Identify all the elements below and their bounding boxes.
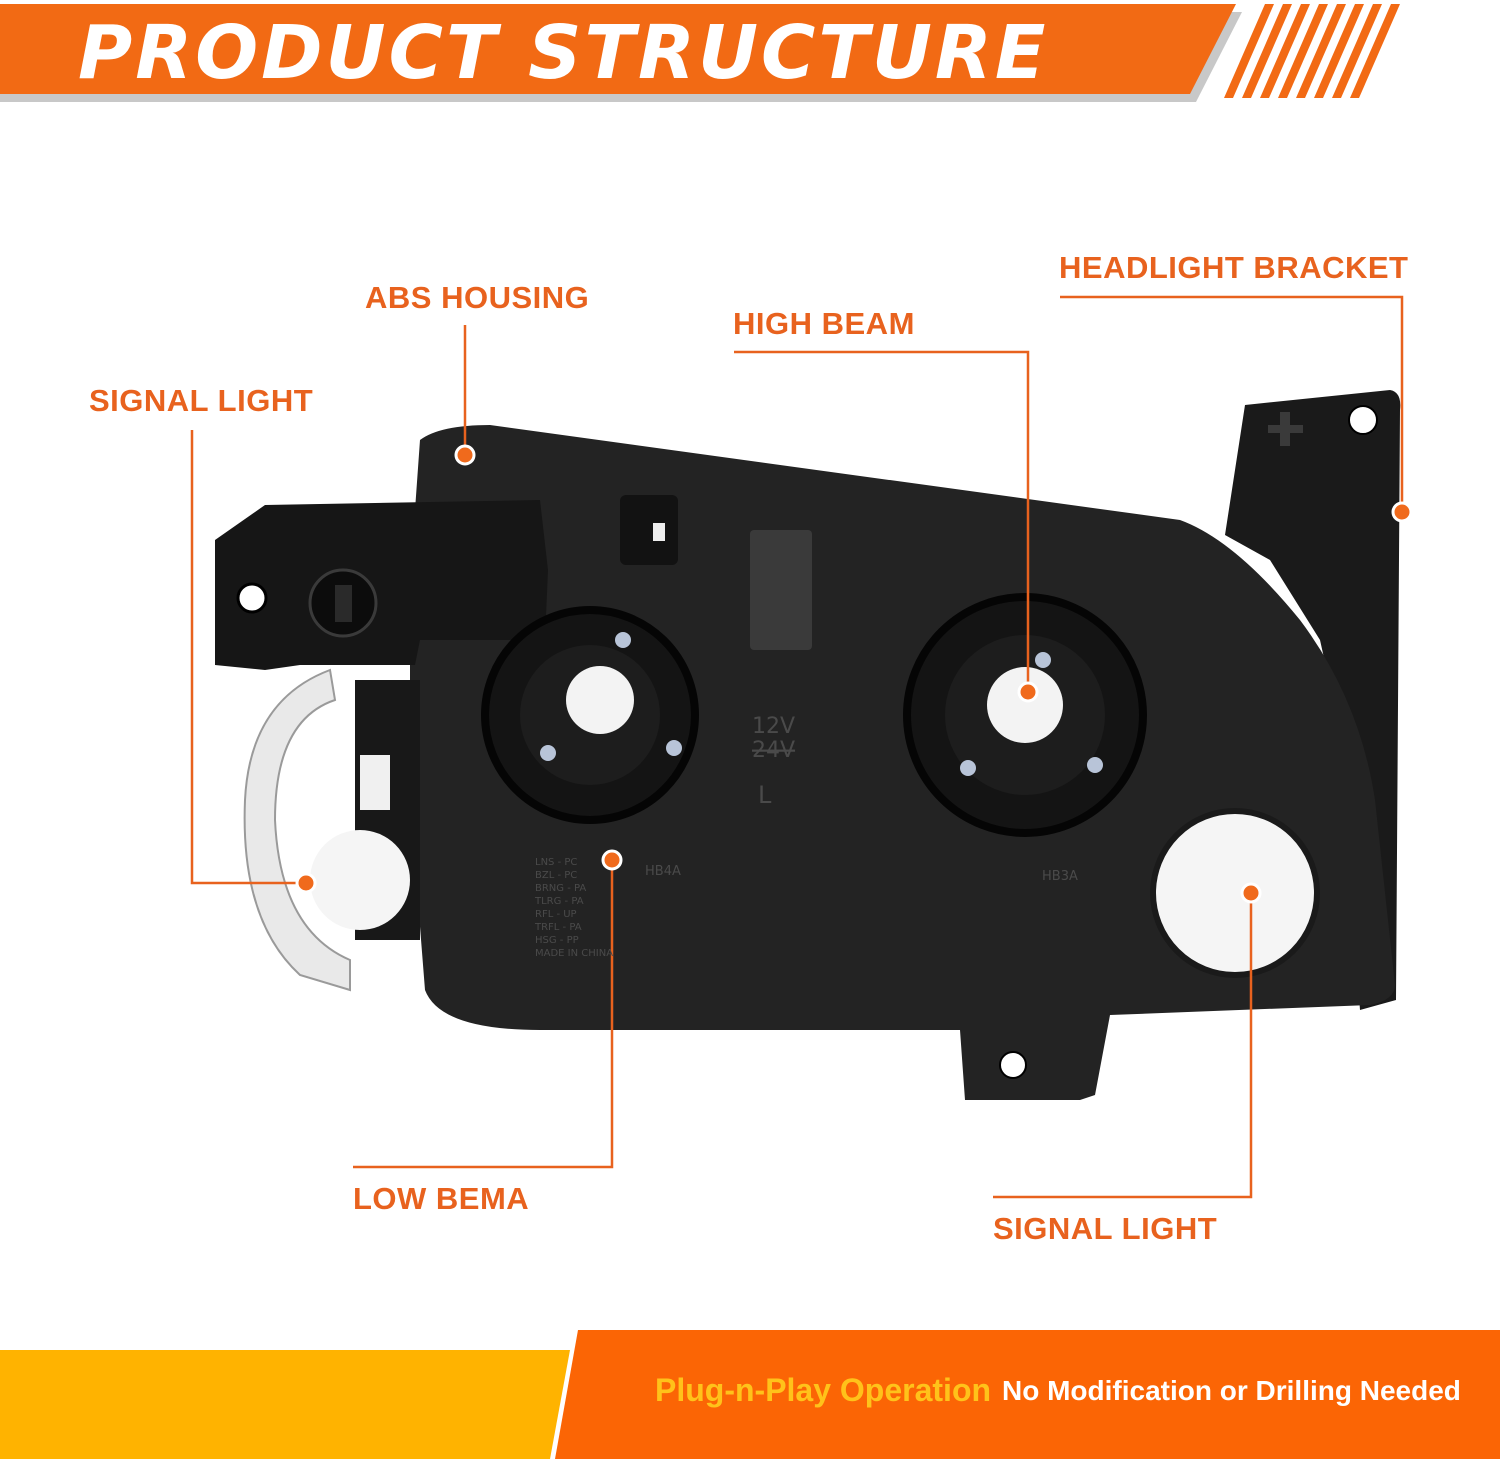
header-orange-band [0,4,1236,94]
low-beam-screw-1 [615,632,631,648]
right-signal-bulb [1150,808,1320,978]
connector-pin [653,523,665,541]
material-line-1: BZL - PC [535,870,577,881]
voltage-crossed: 24V [752,738,795,763]
header-stripes [1224,4,1400,98]
clear-lens-edge [243,668,351,992]
material-line-6: HSG - PP [535,935,579,946]
material-line-3: TLRG - PA [534,896,584,907]
low-beam-screw-3 [666,740,682,756]
label-headlight-bracket: HEADLIGHT BRACKET [1059,250,1409,285]
leader-high-beam [734,350,1030,692]
low-beam-screw-2 [540,745,556,761]
dot-signal-right [1240,882,1262,904]
callout-dots [295,444,1413,904]
dot-headlight-bracket [1391,501,1413,523]
leader-signal-left [190,430,306,885]
label-signal-light-right: SIGNAL LIGHT [993,1211,1218,1246]
signal-socket-block [215,500,548,670]
adjuster-cross [335,585,352,622]
label-signal-light-left: SIGNAL LIGHT [89,383,314,418]
mount-hole-left [236,582,268,614]
low-bulb-code: HB4A [645,864,681,879]
page-title: PRODUCT STRUCTURE [78,10,1049,96]
material-line-2: BRNG - PA [535,883,586,894]
footer-orange-band [555,1330,1500,1459]
high-beam-screw-2 [960,760,976,776]
leader-signal-right [993,893,1253,1199]
callout-leaders [190,295,1404,1199]
footer-plug-n-play: Plug-n-Play Operation [655,1372,992,1408]
left-signal-cap [360,755,390,810]
material-line-4: RFL - UP [535,909,577,920]
material-line-5: TRFL - PA [534,922,582,933]
leader-low-beam [353,860,614,1169]
dot-signal-left [295,872,317,894]
high-beam-bulb [987,667,1063,743]
dot-low-beam [601,849,623,871]
header-banner [0,4,1400,102]
footer-no-modification: No Modification or Drilling Needed [1002,1375,1461,1406]
material-line-0: LNS - PC [535,857,577,868]
left-signal-bulb [310,830,410,930]
dot-high-beam [1017,681,1039,703]
bracket-hole [1348,405,1378,435]
label-plate [750,530,812,650]
lower-mount-hole [999,1051,1027,1079]
abs-housing-body [410,425,1395,1100]
housing-embossed-text: 12V 24V L HB4A HB3A LNS - PC BZL - PC BR… [534,714,1078,959]
material-line-7: MADE IN CHINA [535,948,613,959]
side-label: L [758,781,772,809]
label-abs-housing: ABS HOUSING [365,280,590,315]
label-high-beam: HIGH BEAM [733,306,915,341]
high-bulb-code: HB3A [1042,869,1078,884]
wire-connector [620,495,678,565]
high-beam-screw-1 [1035,652,1051,668]
voltage-label: 12V [752,714,795,739]
high-beam-screw-3 [1087,757,1103,773]
bracket-clip [1268,412,1303,446]
footer-yellow-band [0,1350,570,1459]
dot-abs-housing [454,444,476,466]
leader-headlight-bracket [1060,295,1404,512]
low-beam-bulb [566,666,634,734]
label-low-beam: LOW BEMA [353,1181,530,1216]
